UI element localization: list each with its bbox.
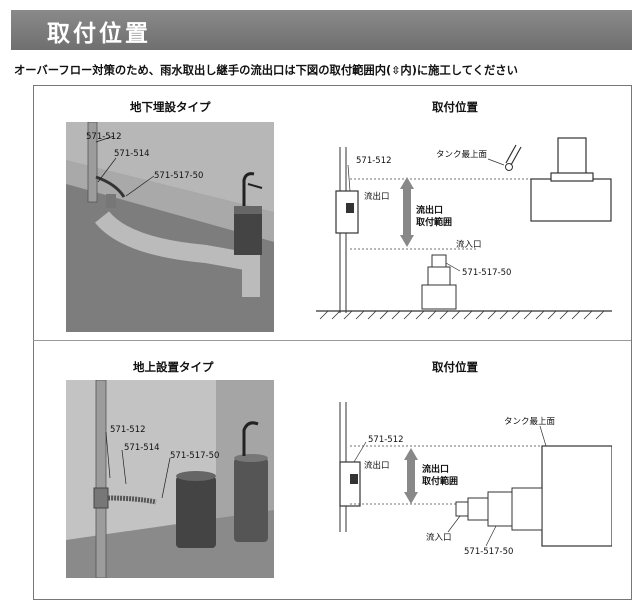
underground-position-diagram: タンク最上面 571-512 流出口 流出口 取付範囲 流入口 571-517-… (316, 133, 612, 328)
photo-label-571-517-50: 571-517-50 (170, 451, 219, 461)
page-title: 取付位置 (47, 21, 151, 47)
underground-install-illustration: 571-512 571-514 571-517-50 (66, 122, 274, 332)
photo-label-571-512: 571-512 (86, 132, 122, 142)
photo-label-571-517-50: 571-517-50 (154, 171, 203, 181)
underground-type-title: 地下埋設タイプ (130, 100, 211, 114)
underground-position-title: 取付位置 (432, 100, 478, 114)
aboveground-install-illustration: 571-512 571-514 571-517-50 (66, 380, 274, 578)
range-arrow-icon: ⇳ (391, 64, 401, 77)
diagram-frame (33, 85, 632, 600)
part-label-571-512: 571-512 (356, 156, 392, 166)
range-label-line1: 流出口 (422, 463, 449, 475)
aboveground-position-diagram: タンク最上面 571-512 流出口 流出口 取付範囲 流入口 571-517-… (336, 402, 612, 570)
note-text-after: 内)に施工してください (400, 64, 518, 77)
inlet-label: 流入口 (426, 532, 452, 543)
part-label-571-517-50: 571-517-50 (462, 268, 511, 278)
part-label-571-512: 571-512 (368, 435, 404, 445)
range-label-line2: 取付範囲 (422, 475, 458, 487)
photo-label-571-514: 571-514 (124, 443, 160, 453)
instruction-note: オーバーフロー対策のため、雨水取出し継手の流出口は下図の取付範囲内(⇳内)に施工… (14, 62, 518, 78)
photo-label-571-514: 571-514 (114, 149, 150, 159)
section-divider (33, 340, 631, 341)
range-label-line1: 流出口 (416, 204, 443, 216)
tank-top-label: タンク最上面 (436, 150, 488, 160)
photo-label-571-512: 571-512 (110, 425, 146, 435)
outlet-label: 流出口 (364, 191, 390, 202)
note-text-before: オーバーフロー対策のため、雨水取出し継手の流出口は下図の取付範囲内( (14, 64, 392, 77)
tank-top-label: タンク最上面 (504, 417, 556, 427)
outlet-label: 流出口 (364, 460, 390, 471)
aboveground-position-title: 取付位置 (432, 360, 478, 374)
range-label-line2: 取付範囲 (416, 216, 452, 228)
inlet-label: 流入口 (456, 239, 482, 250)
part-label-571-517-50: 571-517-50 (464, 547, 513, 557)
section-header: 取付位置 (11, 10, 632, 50)
aboveground-type-title: 地上設置タイプ (133, 360, 214, 374)
